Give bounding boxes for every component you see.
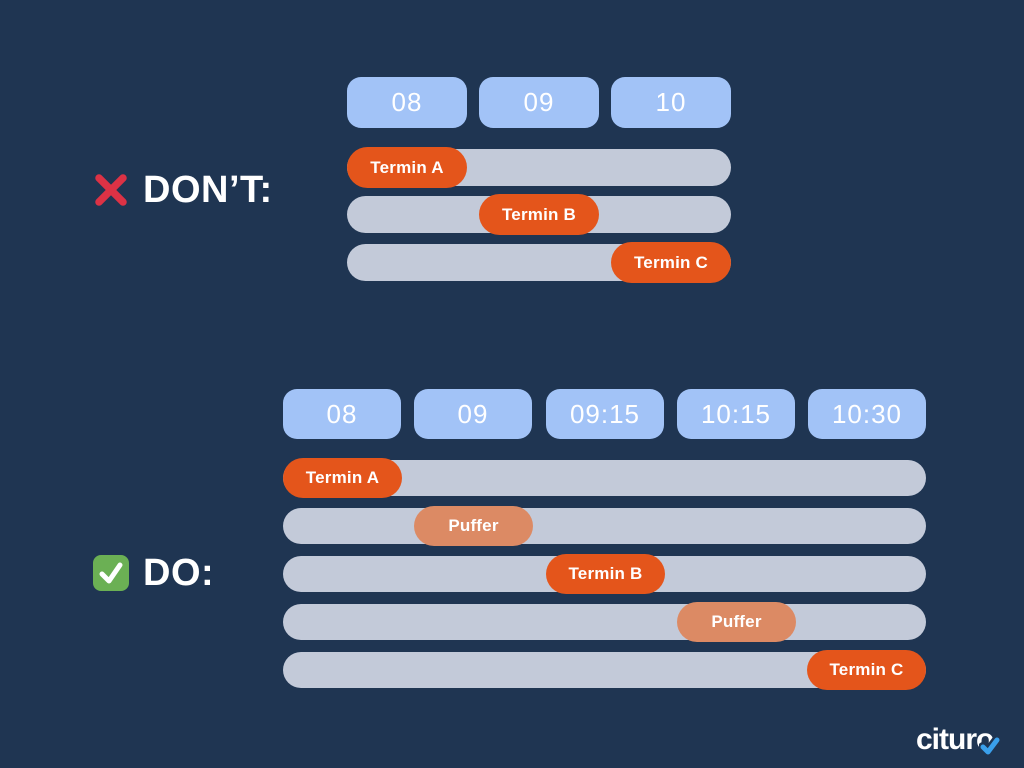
dont-time-slot-10: 10 [611,77,731,128]
appointment-pill-termin-a: Termin A [347,147,467,188]
time-slot-label: 08 [391,87,423,117]
appointment-pill-termin-a: Termin A [283,458,402,498]
time-slot-label: 10:15 [700,398,772,429]
pill-label: Termin C [829,660,904,679]
x-cross-icon [95,174,127,206]
time-slot-label: 09 [523,87,555,117]
do-time-slot-1015: 10:15 [677,389,795,439]
appointment-pill-termin-b: Termin B [479,194,599,235]
pill-label: Termin B [568,564,643,583]
time-slot-label: 09 [457,398,489,429]
pill-label: Puffer [448,516,499,535]
logo-text: citur [916,723,977,756]
do-timeline-track [283,604,926,640]
time-slot-label: 09:15 [569,398,641,429]
do-time-slot-09: 09 [414,389,532,439]
do-timeline-track [283,508,926,544]
dont-time-slot-08: 08 [347,77,467,128]
time-slot-label: 10 [655,87,687,117]
appointment-pill-termin-b: Termin B [546,554,665,594]
do-time-slot-0915: 09:15 [546,389,664,439]
appointment-pill-termin-c: Termin C [611,242,731,283]
pill-label: Puffer [711,612,762,631]
logo-blue-check-icon [979,736,1001,757]
do-time-slot-1030: 10:30 [808,389,926,439]
buffer-pill: Puffer [414,506,533,546]
time-slot-label: 10:30 [831,398,903,429]
time-slot-label: 08 [326,398,358,429]
pill-label: Termin A [370,157,444,177]
pill-label: Termin B [501,204,577,224]
pill-label: Termin C [633,252,709,272]
do-label-group: DO: [93,551,214,595]
green-check-icon [93,555,129,591]
dont-label-group: DON’T: [93,168,273,212]
dont-label: DON’T: [143,168,273,211]
appointment-pill-termin-c: Termin C [807,650,926,690]
dont-time-slot-09: 09 [479,77,599,128]
buffer-pill: Puffer [677,602,796,642]
logo-letter-o: o [976,723,1001,757]
do-time-slot-08: 08 [283,389,401,439]
pill-label: Termin A [305,468,380,487]
do-label: DO: [143,551,215,594]
